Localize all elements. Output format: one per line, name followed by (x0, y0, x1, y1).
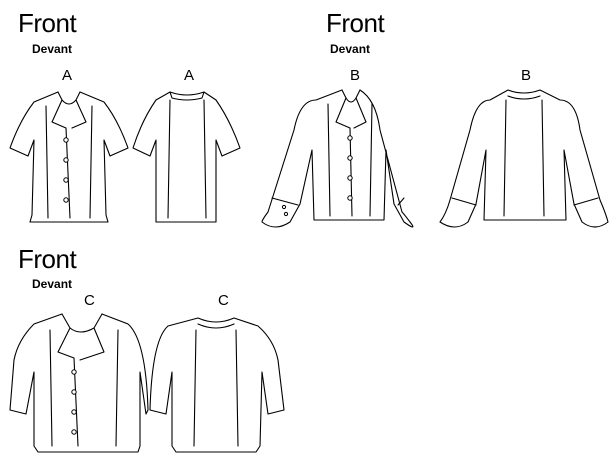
blouse-a-back-drawing (132, 91, 241, 223)
group-c-title: Front (18, 244, 77, 274)
view-b-front-label: B (350, 67, 361, 84)
group-b-subtitle: Devant (330, 42, 371, 56)
blouse-c-front-drawing (9, 313, 149, 453)
blouse-a-front-drawing (9, 91, 129, 223)
view-a-back-label: A (184, 67, 195, 84)
view-c-back-label: C (218, 292, 229, 309)
view-c-front-label: C (84, 292, 95, 309)
blouse-c-back-drawing (149, 317, 285, 453)
view-b-back-label: B (521, 67, 532, 84)
view-a-front-label: A (62, 67, 73, 84)
group-c-subtitle: Devant (32, 277, 73, 291)
blouse-b-front-drawing (261, 89, 414, 228)
group-b-title: Front (326, 8, 385, 38)
group-a-title: Front (18, 8, 77, 38)
group-a-subtitle: Devant (32, 42, 73, 56)
blouse-b-back-drawing (439, 89, 609, 228)
